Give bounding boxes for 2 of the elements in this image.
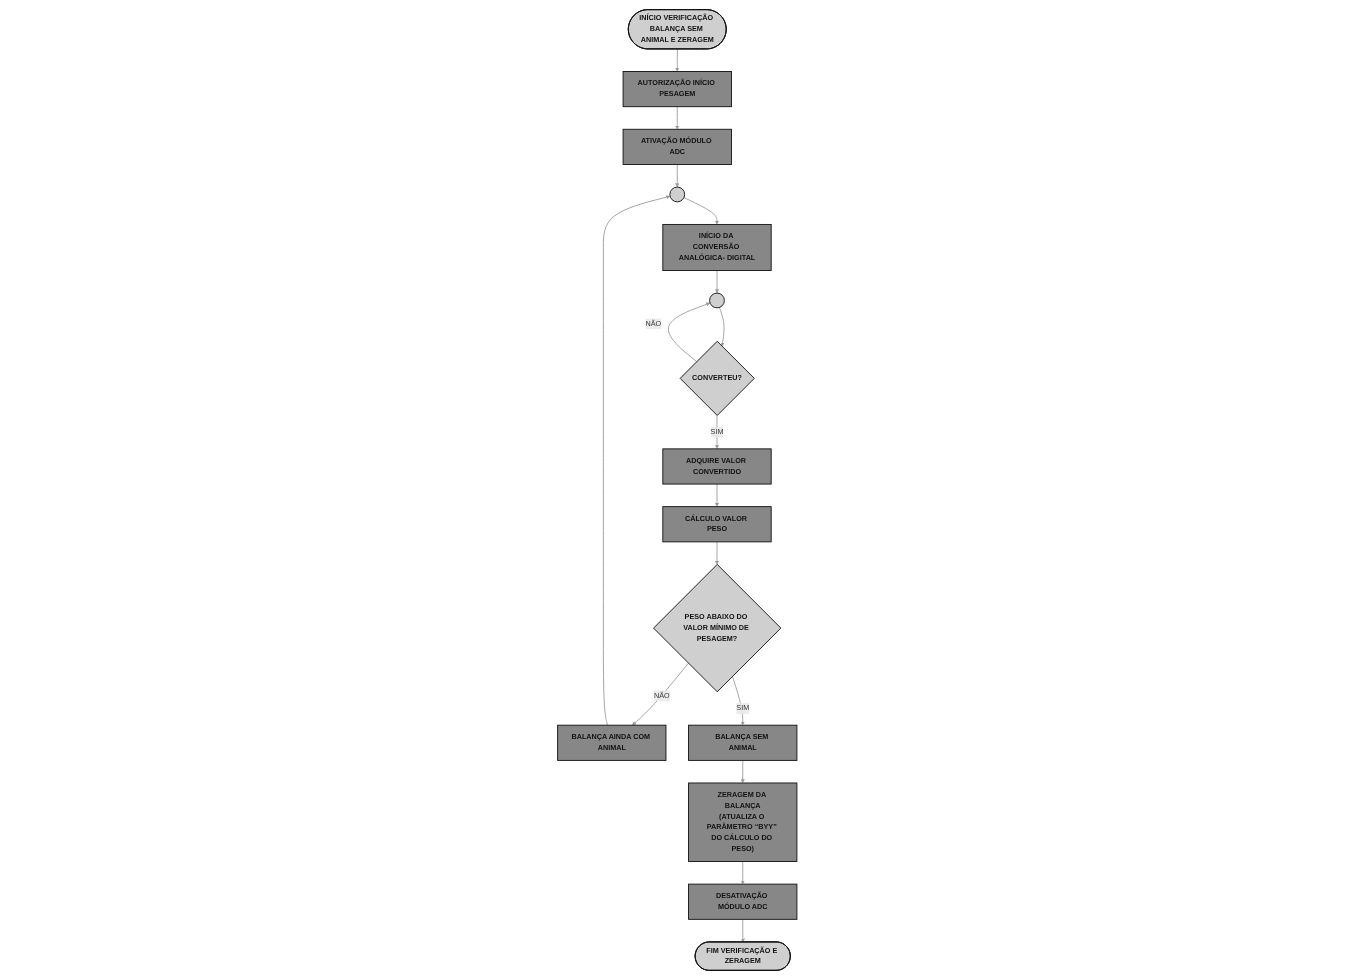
node-circle bbox=[709, 292, 726, 309]
node-circle bbox=[670, 186, 686, 203]
